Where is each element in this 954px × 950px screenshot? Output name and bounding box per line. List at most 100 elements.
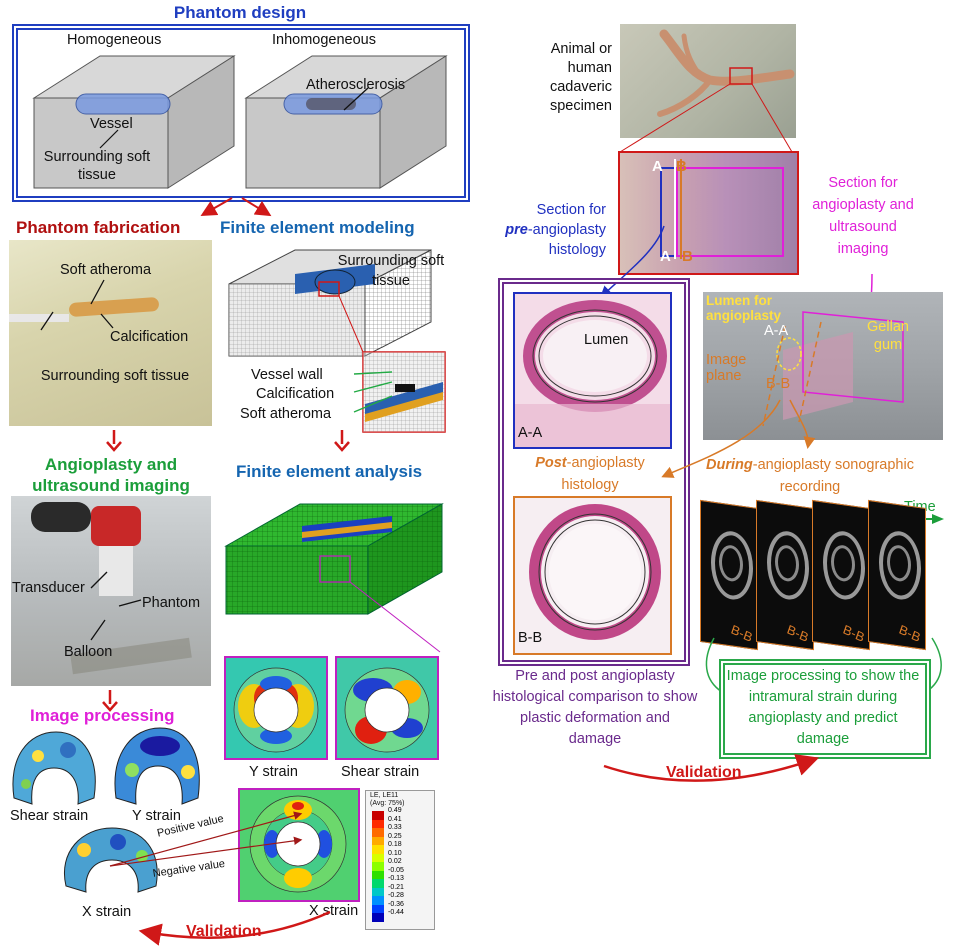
fea-title: Finite element analysis	[236, 462, 423, 481]
colorbar-swatch	[372, 811, 384, 820]
colorbar-swatch	[372, 819, 384, 828]
fea-y-strain-plot	[224, 656, 328, 760]
ultrasound-frame: B-B	[700, 499, 758, 651]
validation-right-arrow	[603, 754, 820, 782]
setup-photo	[703, 292, 943, 440]
colorbar-header1: LE, LE11	[370, 792, 399, 799]
down-arrow-fem	[334, 430, 350, 452]
vessel-label: Vessel	[90, 116, 133, 132]
phantom-fabrication-title: Phantom fabrication	[16, 218, 181, 237]
colorbar-swatch	[372, 879, 384, 888]
specimen-b-bottom-label: B	[682, 248, 693, 265]
colorbar-tick-label: -0.28	[388, 892, 404, 899]
histology-comparison-label: Pre and post angioplasty histological co…	[492, 668, 698, 747]
ultrasound-frame: B-B	[756, 499, 814, 651]
validation-left-arrow	[138, 910, 331, 946]
fab-pointers	[40, 279, 114, 331]
inhomogeneous-label: Inhomogeneous	[272, 32, 376, 48]
histology-bb-label: B-B	[518, 630, 543, 646]
ip-y-strain-label: Y strain	[132, 808, 181, 824]
surrounding-soft-tissue-fab-label: Surrounding soft tissue	[40, 368, 190, 384]
gellan-gum-label: Gellan gum	[867, 319, 909, 353]
colorbar-swatch	[372, 913, 384, 922]
down-arrow-imaging	[102, 690, 118, 712]
post-part1: Post	[535, 455, 567, 471]
colorbar-tick-label: -0.13	[388, 875, 404, 882]
colorbar-swatch	[372, 870, 384, 879]
colorbar-header2: (Avg: 75%)	[370, 800, 405, 807]
design-arrows	[200, 197, 272, 217]
colorbar-swatch	[372, 896, 384, 905]
histology-aa-label: A-A	[518, 425, 543, 441]
surrounding-soft-tissue-fem-label: Surrounding soft tissue	[337, 253, 445, 289]
specimen-b-top-label: B	[676, 158, 687, 175]
fem-modeling-title: Finite element modeling	[220, 218, 415, 237]
during-part2: -angioplasty sonographic recording	[752, 457, 914, 495]
processing-box	[719, 659, 931, 759]
section-pre-part2: pre	[505, 222, 528, 238]
balloon-label: Balloon	[64, 644, 113, 660]
colorbar-tick-label: 0.18	[388, 841, 402, 848]
phantom-design-frame	[12, 24, 470, 202]
setup-aa-label: A-A	[764, 323, 789, 339]
homogeneous-label: Homogeneous	[67, 32, 162, 48]
section-angio-label: Section for angioplasty and ultrasound i…	[812, 175, 914, 257]
vessel-wall-label: Vessel wall	[251, 367, 323, 383]
fea-x-strain-plot	[238, 788, 360, 902]
down-arrow-fab	[106, 430, 122, 452]
post-part2: -angioplasty histology	[561, 455, 645, 493]
calcification-fem-label: Calcification	[256, 386, 335, 402]
calcification-fab-label: Calcification	[110, 329, 189, 345]
colorbar-swatch	[372, 862, 384, 871]
angioplasty-photo	[11, 496, 211, 686]
fea-y-strain-label: Y strain	[249, 764, 298, 780]
specimen-zoom-photo	[618, 151, 799, 275]
ultrasound-frame: B-B	[812, 499, 870, 651]
surrounding-soft-tissue-design-label: Surrounding soft tissue	[43, 149, 151, 183]
histology-aa-photo	[513, 292, 672, 449]
atherosclerosis-label: Atherosclerosis	[306, 77, 406, 93]
during-label: During-angioplasty sonographic recording	[700, 454, 920, 498]
colorbar-tick-label: 0.02	[388, 858, 402, 865]
histology-post-label: Post-angioplasty histology	[520, 452, 660, 496]
colorbar-tick-label: 0.25	[388, 832, 402, 840]
fem-pointers	[353, 371, 393, 413]
transducer-label: Transducer	[12, 580, 85, 596]
fea-shear-strain-label: Shear strain	[341, 764, 420, 780]
colorbar-swatch	[372, 887, 384, 896]
validation-left-label: Validation	[186, 923, 262, 940]
specimen-a-top-label: A	[652, 158, 663, 175]
ip-x-strain-map	[64, 827, 158, 893]
section-pre-part3: -angioplasty histology	[527, 222, 606, 258]
setup-bb-label: B-B	[766, 376, 791, 392]
specimen-zoom-lines	[619, 83, 793, 153]
colorbar-swatch	[372, 853, 384, 862]
colorbar-swatches	[372, 811, 384, 922]
colorbar-swatch	[372, 828, 384, 837]
colorbar-tick-label: -0.21	[388, 883, 404, 891]
image-plane-label: Image plane	[706, 352, 747, 384]
colorbar-tick-label: -0.44	[388, 909, 404, 916]
phantom-label: Phantom	[142, 595, 201, 611]
value-arrows	[109, 811, 303, 867]
specimen-a-bottom-label: A	[660, 248, 671, 265]
angioplasty-imaging-title: Angioplasty and ultrasound imaging	[32, 455, 190, 495]
fem-mesh-drawing	[228, 249, 446, 433]
phantom-design-drawing	[32, 55, 448, 189]
fea-shear-strain-plot	[335, 656, 439, 760]
phantom-fabrication-photo	[9, 240, 212, 426]
soft-atheroma-fab-label: Soft atheroma	[60, 262, 152, 278]
lumen-for-angioplasty-label: Lumen for angioplasty	[706, 293, 782, 323]
colorbar-tick-label: 0.41	[388, 815, 402, 823]
during-part1: During	[706, 457, 753, 473]
ip-shear-strain-map	[12, 731, 96, 805]
specimen-label: Animal or human cadaveric specimen	[549, 41, 612, 114]
colorbar-tick-label: 0.10	[388, 849, 402, 857]
section-pre-part1: Section for	[536, 202, 606, 218]
ip-shear-strain-label: Shear strain	[10, 808, 89, 824]
ip-x-strain-label: X strain	[82, 904, 132, 920]
colorbar-tick-label: 0.33	[388, 824, 402, 831]
validation-right-label: Validation	[666, 764, 742, 781]
